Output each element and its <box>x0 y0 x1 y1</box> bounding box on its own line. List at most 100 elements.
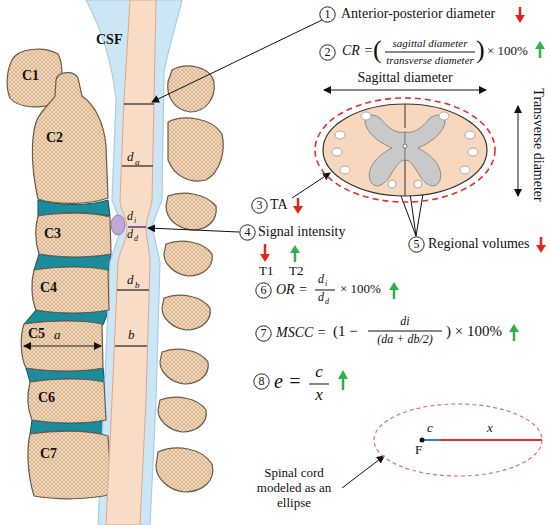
dimension-label: d <box>127 273 134 288</box>
spinous-process <box>156 448 213 492</box>
ellipse-model <box>374 404 542 476</box>
node-label: C3 <box>44 226 61 242</box>
db-line <box>117 289 149 290</box>
measurement-lines <box>24 104 154 346</box>
increase-arrow <box>342 378 345 390</box>
callout-circle <box>409 237 424 252</box>
increase-arrow <box>338 370 348 379</box>
leader-lines <box>148 20 424 488</box>
callout-circle <box>320 45 335 60</box>
dimension-label: a <box>54 328 61 343</box>
decrease-arrow <box>540 237 543 246</box>
leader-line <box>148 228 239 232</box>
node-label: C2 <box>46 130 63 146</box>
spinous-process <box>168 118 223 181</box>
median-fissure <box>405 104 406 196</box>
leader-line <box>152 20 322 102</box>
subscript: a <box>135 157 140 167</box>
formula-text: d <box>318 273 324 287</box>
formula-text: ) <box>476 35 485 65</box>
subscript: d <box>134 234 138 243</box>
decrease-arrows <box>260 7 546 262</box>
callout-number: 6 <box>255 282 272 299</box>
node-label: C1 <box>22 68 39 84</box>
point-label: x <box>487 421 493 436</box>
callout-number: 4 <box>239 224 256 241</box>
vertebra: C5 <box>20 320 104 372</box>
callout-circle <box>256 326 271 341</box>
dimension-label: b <box>128 328 135 343</box>
dimension-label: d <box>127 228 133 242</box>
vertebra: C3 <box>34 212 112 258</box>
cord-cross-section <box>315 90 518 202</box>
node-label: C4 <box>40 280 57 296</box>
metric-label: TA <box>270 197 288 213</box>
vertebra-outline <box>28 431 112 499</box>
callout-number: 4 <box>239 224 256 241</box>
fraction-bar <box>368 331 442 332</box>
spinal-cord <box>106 0 156 525</box>
increase-arrow <box>513 331 516 341</box>
formula-text: x <box>310 385 328 405</box>
callout-number: 6 <box>255 282 272 299</box>
formula-text: e = <box>274 370 301 393</box>
vertebra: C2 <box>26 70 112 208</box>
b-line <box>115 345 147 346</box>
model-ellipse <box>374 404 542 476</box>
spinous-process <box>166 193 216 230</box>
vertebra-outline <box>32 267 109 313</box>
spinous-process <box>162 295 210 330</box>
leader-line <box>292 173 330 198</box>
formula-text: ( <box>373 35 382 65</box>
node-label: C7 <box>40 446 57 462</box>
increase-arrow <box>389 282 399 290</box>
intervertebral-discs <box>24 200 111 436</box>
decrease-arrow <box>536 245 546 253</box>
formula-text: c <box>310 362 328 382</box>
callout-number: 5 <box>408 236 425 253</box>
point-label: c <box>427 421 433 436</box>
callout-number: 3 <box>251 197 268 214</box>
ap-diameter-line <box>124 103 154 104</box>
increase-arrows <box>290 41 545 390</box>
subscript: b <box>135 280 140 290</box>
cord-outline <box>106 0 156 525</box>
leader-line <box>416 188 424 236</box>
white-matter <box>323 104 487 196</box>
fraction-bar <box>309 384 329 385</box>
leader-line <box>410 193 416 236</box>
decrease-arrow <box>515 15 525 23</box>
metric-label: Signal intensity <box>258 224 346 240</box>
callout-circle <box>252 198 267 213</box>
increase-arrow <box>294 252 297 262</box>
gray-matter <box>405 115 445 186</box>
axis-label: Transverse diameter <box>530 80 546 210</box>
semi-axis-segment <box>440 439 542 441</box>
sequence-label: T2 <box>289 264 303 279</box>
decrease-arrow <box>519 7 522 16</box>
callout-circle <box>254 374 269 389</box>
formula-text: OR = <box>276 282 308 298</box>
callout-number: 1 <box>319 6 336 23</box>
transverse-arrow <box>518 106 519 196</box>
spinous-process <box>160 349 208 384</box>
callout-number: 7 <box>255 325 272 342</box>
note-label: Spinal cord modeled as an ellipse <box>244 466 344 511</box>
callout-number: 2 <box>319 44 336 61</box>
callout-number: 5 <box>408 236 425 253</box>
formula-text: (da + db/2) <box>366 333 444 347</box>
formula-text: MSCC = <box>276 325 326 341</box>
formula-text: CR = <box>342 43 373 59</box>
node-label: C5 <box>28 326 45 342</box>
metric-label: Anterior-posterior diameter <box>341 6 495 22</box>
increase-arrow <box>393 289 396 299</box>
subscript: i <box>325 279 327 288</box>
formula-text: d <box>318 291 324 305</box>
dashed-outline <box>315 98 495 202</box>
focal-distance <box>422 439 440 441</box>
axis-label: Sagittal diameter <box>350 70 460 86</box>
vertebra: C4 <box>30 266 110 314</box>
increase-arrow <box>509 324 519 332</box>
vertebra: C7 <box>26 430 116 502</box>
